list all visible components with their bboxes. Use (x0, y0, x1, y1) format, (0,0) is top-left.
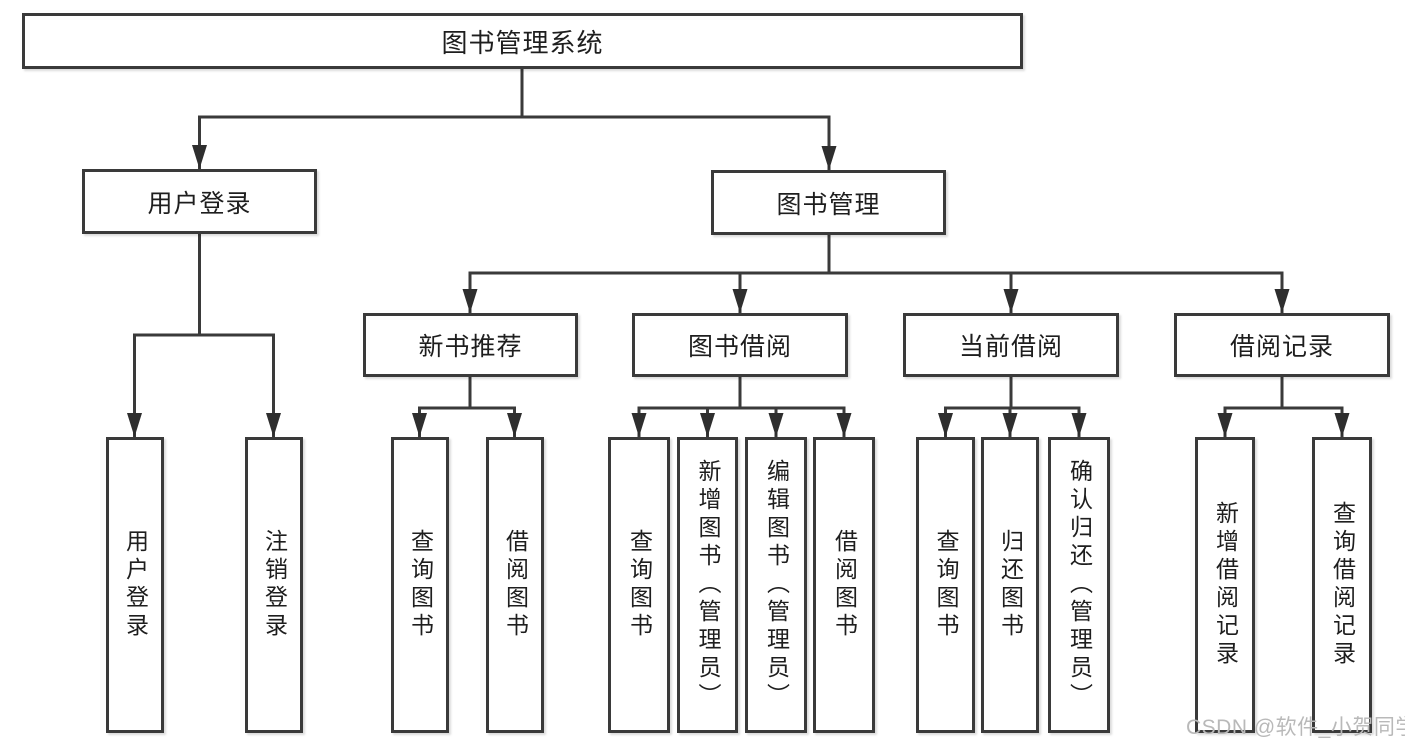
connector-paths (127, 67, 1350, 437)
node-user-login: 用户登录 (82, 169, 317, 234)
leaf-logout-login: 注销登录 (245, 437, 303, 733)
node-library-management-system: 图书管理系统 (22, 13, 1023, 69)
leaf-user-login: 用户登录 (106, 437, 164, 733)
node-borrowing-records: 借阅记录 (1174, 313, 1390, 377)
leaf-borrow-books-recommend: 借阅图书 (486, 437, 544, 733)
watermark-text: CSDN @软件_小贺同学 (1186, 716, 1405, 739)
leaf-borrow-books: 借阅图书 (813, 437, 875, 733)
leaf-query-books-recommend: 查询图书 (391, 437, 449, 733)
leaf-confirm-return-admin: 确认归还（管理员） (1048, 437, 1110, 733)
leaf-return-books: 归还图书 (981, 437, 1039, 733)
leaf-edit-books-admin: 编辑图书（管理员） (745, 437, 807, 733)
node-current-borrowing: 当前借阅 (903, 313, 1119, 377)
node-book-management: 图书管理 (711, 170, 946, 235)
node-new-book-recommendation: 新书推荐 (363, 313, 578, 377)
leaf-add-borrow-record: 新增借阅记录 (1195, 437, 1255, 733)
leaf-add-books-admin: 新增图书（管理员） (677, 437, 738, 733)
leaf-query-books-borrow: 查询图书 (608, 437, 670, 733)
node-book-borrowing: 图书借阅 (632, 313, 848, 377)
leaf-query-books-current: 查询图书 (916, 437, 975, 733)
leaf-query-borrow-record: 查询借阅记录 (1312, 437, 1372, 733)
